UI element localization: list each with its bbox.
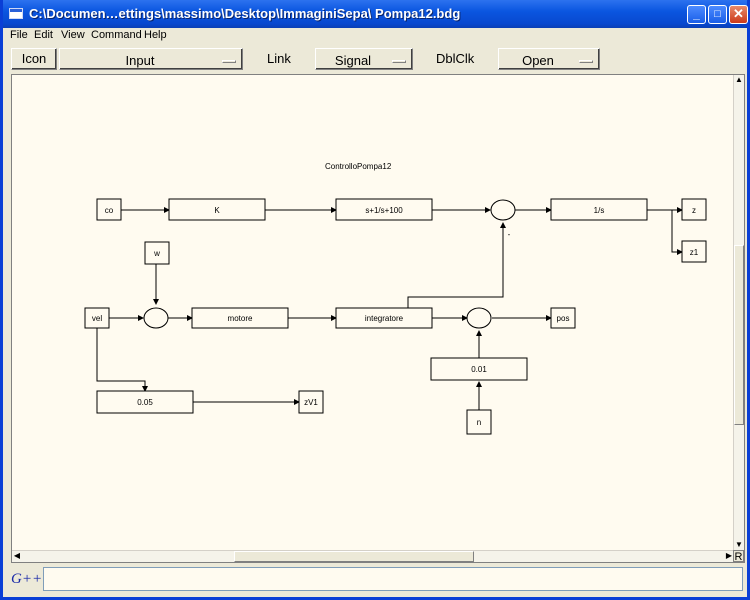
minus-sign: - [508,230,511,239]
label-k: K [214,206,220,215]
block-vel[interactable] [84,307,110,329]
menu-command[interactable]: Command [91,29,142,41]
block-diagram[interactable]: ControlloPompa12 co K s+1/s+100 1/s z z1… [12,75,735,551]
scroll-corner-button[interactable]: R [733,550,744,563]
diagram-canvas[interactable]: ControlloPompa12 co K s+1/s+100 1/s z z1… [12,75,735,551]
dblclk-label: DblClk [436,51,475,66]
link-label: Link [267,51,291,66]
label-pos: pos [557,314,570,323]
menu-bar: File Edit View Command Help [3,28,747,44]
block-pos[interactable] [550,307,576,329]
label-integratore: integratore [365,314,404,323]
scroll-up-icon[interactable]: ▲ [735,75,743,84]
scroll-right-icon[interactable]: ▶ [725,551,733,560]
sum-junction-2[interactable] [143,307,169,329]
sum-junction-1[interactable] [490,199,516,221]
signal-dropdown-value: Signal [334,53,372,68]
window-title: C:\Documen…ettings\massimo\Desktop\Immag… [29,6,461,21]
block-k[interactable] [168,198,266,221]
input-dropdown-value: Input [125,53,155,68]
label-int1: 1/s [594,206,605,215]
icon-button[interactable]: Icon [11,48,57,70]
label-z1: z1 [690,248,699,257]
block-w[interactable] [144,241,170,265]
label-gain001: 0.01 [471,365,487,374]
block-gain-001[interactable] [430,357,528,381]
link-vel-gain005 [96,328,148,392]
link-feedback [407,222,506,308]
menu-file[interactable]: File [10,29,28,41]
diagram-canvas-frame: ControlloPompa12 co K s+1/s+100 1/s z z1… [11,74,745,563]
scroll-left-icon[interactable]: ◀ [13,551,21,560]
menu-edit[interactable]: Edit [34,29,53,41]
open-dropdown[interactable]: Open [498,48,600,70]
input-dropdown[interactable]: Input [59,48,243,70]
dropdown-arrow-icon [222,60,236,63]
block-tf[interactable] [335,198,433,221]
label-gain005: 0.05 [137,398,153,407]
command-bar: G++ [3,563,747,600]
label-w: w [153,249,160,258]
signal-dropdown[interactable]: Signal [315,48,413,70]
block-motore[interactable] [191,307,289,329]
sum-junction-3[interactable] [466,307,492,329]
label-co: co [105,206,114,215]
menu-help[interactable]: Help [144,29,167,41]
maximize-button[interactable]: □ [708,5,727,24]
block-integrator-1s[interactable] [550,198,648,221]
vertical-scrollbar[interactable]: ▲ ▼ [733,75,744,551]
menu-view[interactable]: View [61,29,85,41]
close-button[interactable]: ✕ [729,5,748,24]
label-n: n [477,418,481,427]
dropdown-arrow-icon [392,60,406,63]
label-tf: s+1/s+100 [365,206,403,215]
label-z: z [692,206,696,215]
horizontal-scroll-thumb[interactable] [234,551,474,562]
command-input[interactable] [43,567,743,591]
minimize-button[interactable]: _ [687,5,706,24]
app-icon [9,8,23,19]
block-integratore[interactable] [335,307,433,329]
block-z1[interactable] [681,240,707,263]
horizontal-scrollbar[interactable]: ◀ ▶ [12,550,735,562]
block-z[interactable] [681,198,707,221]
block-co[interactable] [96,198,122,221]
block-n[interactable] [466,409,492,435]
vertical-scroll-thumb[interactable] [734,245,744,425]
diagram-title: ControlloPompa12 [325,162,392,171]
toolbar: Icon Input Link Signal DblClk Open [3,44,747,74]
block-zv1[interactable] [298,390,324,414]
open-dropdown-value: Open [522,53,554,68]
link-int-z1 [671,210,683,255]
dropdown-arrow-icon [579,60,593,63]
title-bar[interactable]: C:\Documen…ettings\massimo\Desktop\Immag… [3,0,748,28]
label-vel: vel [92,314,102,323]
block-gain-005[interactable] [96,390,194,414]
gpp-prompt: G++ [11,571,43,587]
scroll-down-icon[interactable]: ▼ [735,540,743,549]
label-zv1: zV1 [304,398,318,407]
label-motore: motore [228,314,253,323]
